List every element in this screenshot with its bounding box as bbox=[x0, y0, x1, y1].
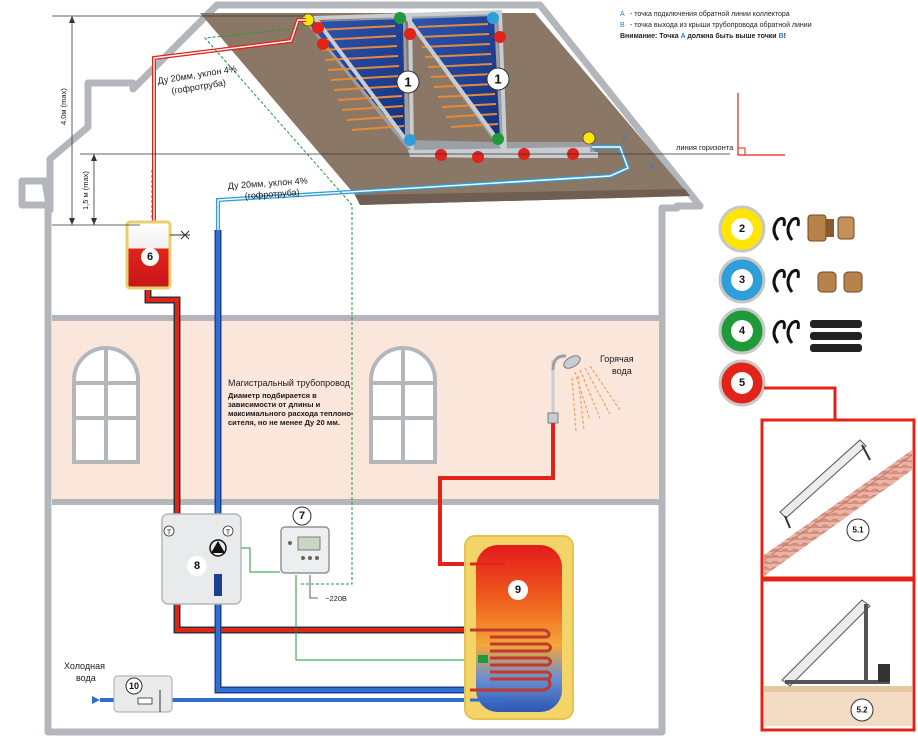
svg-text:7: 7 bbox=[299, 510, 305, 522]
svg-text:зависимости от длины и: зависимости от длины и bbox=[228, 400, 321, 409]
svg-text:Внимание: Точка A должна быть: Внимание: Точка A должна быть выше точки… bbox=[620, 32, 786, 40]
svg-text:4: 4 bbox=[739, 325, 746, 337]
svg-text:Магистральный трубопровод: Магистральный трубопровод bbox=[228, 378, 351, 388]
window-right bbox=[369, 346, 437, 464]
svg-text:~220В: ~220В bbox=[325, 594, 347, 603]
point-a-label: A bbox=[622, 135, 627, 142]
pump-station: T T 8 bbox=[161, 513, 242, 605]
mount-pitched-roof: 5.1 bbox=[760, 418, 916, 580]
svg-text:вода: вода bbox=[612, 366, 632, 376]
svg-text:5: 5 bbox=[739, 377, 745, 389]
dimension-lines: 4.0м (max) 1,5 м (max) bbox=[52, 15, 730, 226]
mount-flat-roof: 5.2 bbox=[760, 578, 916, 732]
fitting-3-legend: 3 bbox=[718, 256, 863, 304]
pipe-main-supply bbox=[146, 290, 470, 632]
collector-1-badge: 1 bbox=[396, 70, 420, 94]
fitting-4-legend: 4 bbox=[718, 307, 862, 355]
svg-text:1,5 м (max): 1,5 м (max) bbox=[81, 171, 90, 210]
collector-2-badge: 1 bbox=[486, 67, 510, 91]
controller: 7 ~220В bbox=[280, 506, 347, 603]
svg-text:6: 6 bbox=[147, 251, 153, 263]
shower bbox=[547, 354, 621, 433]
legend-notes: A - точка подключения обратной линии кол… bbox=[620, 10, 812, 40]
expansion-tank: 6 bbox=[125, 220, 190, 290]
svg-text:9: 9 bbox=[515, 584, 521, 596]
mixing-valve: 10 bbox=[113, 675, 173, 713]
svg-text:Диаметр подбирается в: Диаметр подбирается в bbox=[228, 391, 317, 400]
svg-text:8: 8 bbox=[194, 560, 200, 572]
svg-text:5.1: 5.1 bbox=[852, 526, 864, 535]
chimney bbox=[92, 87, 129, 127]
svg-text:A: A bbox=[620, 11, 625, 18]
pipe-main-return bbox=[216, 230, 470, 692]
window-left bbox=[72, 346, 140, 464]
boiler: 9 bbox=[464, 535, 574, 720]
svg-text:вода: вода bbox=[76, 673, 96, 683]
sensor-cable-boiler bbox=[295, 575, 470, 661]
svg-text:4.0м (max): 4.0м (max) bbox=[59, 88, 68, 125]
svg-text:B: B bbox=[620, 22, 625, 29]
svg-text:5.2: 5.2 bbox=[856, 706, 868, 715]
svg-text:сителя, но не менее Ду 20 мм.: сителя, но не менее Ду 20 мм. bbox=[228, 418, 340, 427]
svg-text:1: 1 bbox=[494, 72, 501, 87]
floor-band bbox=[52, 318, 659, 500]
svg-text:3: 3 bbox=[739, 274, 745, 286]
point-b-label: B bbox=[650, 163, 655, 170]
cold-water-label: Холодная bbox=[64, 661, 105, 671]
svg-text:T: T bbox=[226, 528, 231, 537]
svg-text:T: T bbox=[167, 528, 172, 537]
pipe-label-mid: Ду 20мм, уклон 4% (гофротруба) bbox=[227, 175, 308, 201]
svg-text:- точка подключения обратной л: - точка подключения обратной линии колле… bbox=[630, 10, 790, 18]
main-pipe-note: Магистральный трубопровод Диаметр подбир… bbox=[228, 378, 354, 427]
svg-text:2: 2 bbox=[739, 223, 745, 235]
svg-text:1: 1 bbox=[404, 75, 411, 90]
horizon-marker: линия горизонта bbox=[676, 93, 785, 156]
svg-text:- точка выхода из крыши трубоп: - точка выхода из крыши трубопровода обр… bbox=[630, 21, 812, 29]
svg-text:максимального расхода теплоно-: максимального расхода теплоно- bbox=[228, 409, 354, 418]
svg-text:(гофротруба): (гофротруба) bbox=[244, 187, 299, 201]
svg-text:линия горизонта: линия горизонта bbox=[676, 143, 734, 152]
hot-water-label: Горячая bbox=[600, 354, 634, 364]
fitting-2-legend: 2 bbox=[718, 205, 855, 253]
svg-text:10: 10 bbox=[129, 681, 139, 691]
pipe-hot-water bbox=[438, 420, 555, 566]
